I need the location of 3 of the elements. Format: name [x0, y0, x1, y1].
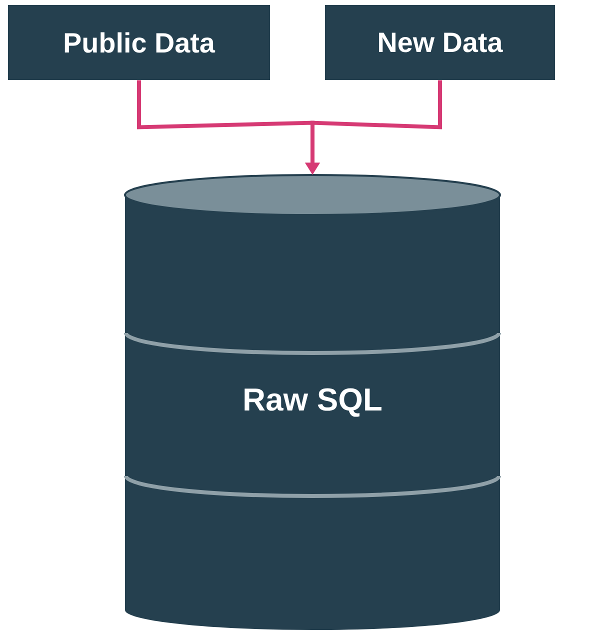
data-box: Public Data [8, 5, 270, 80]
data-box: New Data [325, 5, 555, 80]
database-cylinder: Raw SQL [124, 174, 501, 630]
